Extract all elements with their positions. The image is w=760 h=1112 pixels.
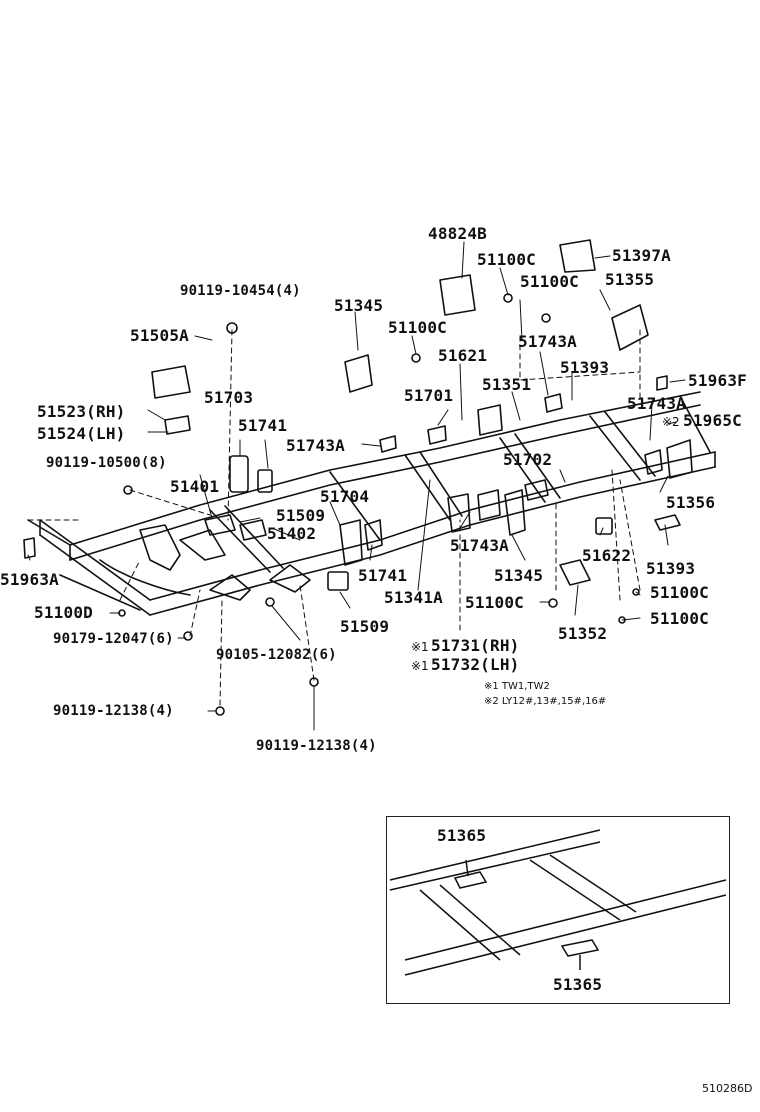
inset-detail-drawing xyxy=(389,829,727,976)
label-51743a: 51743A xyxy=(450,536,509,555)
label-51703: 51703 xyxy=(204,388,254,407)
note-mark-1: ※1 xyxy=(411,640,429,654)
crossmembers xyxy=(209,395,711,573)
label-51393: 51393 xyxy=(560,358,610,377)
label-51741: 51741 xyxy=(238,416,288,435)
label-51341a: 51341A xyxy=(384,588,443,607)
leader-lines xyxy=(27,241,686,731)
label-51397a: 51397A xyxy=(612,246,671,265)
label-51701: 51701 xyxy=(404,386,454,405)
label-51401: 51401 xyxy=(170,477,220,496)
label-90119-12138: 90119-12138(4) xyxy=(256,738,377,754)
label-51100d: 51100D xyxy=(34,603,93,622)
label-51355: 51355 xyxy=(605,270,655,289)
label-51963f: 51963F xyxy=(688,371,747,390)
label-51509: 51509 xyxy=(276,506,326,525)
note-mark-1: ※1 xyxy=(411,659,429,673)
front-suspension xyxy=(59,524,311,611)
label-51704: 51704 xyxy=(320,487,370,506)
inset-frame xyxy=(386,816,730,1004)
label-51100c: 51100C xyxy=(477,250,536,269)
footnote-2: ※2 LY12#,13#,15#,16# xyxy=(484,696,607,707)
label-51524-lh: 51524(LH) xyxy=(37,424,126,443)
label-51621: 51621 xyxy=(438,346,488,365)
label-51365: 51365 xyxy=(553,975,603,994)
label-90119-12138: 90119-12138(4) xyxy=(53,703,174,719)
label-51351: 51351 xyxy=(482,375,532,394)
dashed-leaders xyxy=(27,329,641,706)
label-90119-10454: 90119-10454(4) xyxy=(180,283,301,299)
label-51523-rh: 51523(RH) xyxy=(37,402,126,421)
label-51743a: 51743A xyxy=(518,332,577,351)
label-51100c: 51100C xyxy=(388,318,447,337)
label-51505a: 51505A xyxy=(130,326,189,345)
label-51509: 51509 xyxy=(340,617,390,636)
label-51702: 51702 xyxy=(503,450,553,469)
label-51345: 51345 xyxy=(334,296,384,315)
label-51356: 51356 xyxy=(666,493,716,512)
label-51743a: 51743A xyxy=(627,394,686,413)
note-mark-2: ※2 xyxy=(662,415,680,429)
label-51965c: 51965C xyxy=(683,411,742,430)
label-90119-10500: 90119-10500(8) xyxy=(46,455,167,471)
footnote-1: ※1 TW1,TW2 xyxy=(484,681,550,692)
label-51352: 51352 xyxy=(558,624,608,643)
label-51741: 51741 xyxy=(358,566,408,585)
brackets xyxy=(204,393,693,591)
label-51345: 51345 xyxy=(494,566,544,585)
label-51100c: 51100C xyxy=(465,593,524,612)
label-90179-12047: 90179-12047(6) xyxy=(53,631,174,647)
label-51393: 51393 xyxy=(646,559,696,578)
upper-parts xyxy=(23,239,668,716)
label-90105-12082: 90105-12082(6) xyxy=(216,647,337,663)
label-51731-rh: 51731(RH) xyxy=(431,636,520,655)
label-51963a: 51963A xyxy=(0,570,59,589)
label-51100c: 51100C xyxy=(520,272,579,291)
label-48824b: 48824B xyxy=(428,224,487,243)
front-crossmember xyxy=(27,519,151,616)
label-51743a: 51743A xyxy=(286,436,345,455)
label-51100c: 51100C xyxy=(650,609,709,628)
label-51622: 51622 xyxy=(582,546,632,565)
label-51402: 51402 xyxy=(267,524,317,543)
figure-code: 510286D xyxy=(702,1082,753,1095)
label-51100c: 51100C xyxy=(650,583,709,602)
label-51732-lh: 51732(LH) xyxy=(431,655,520,674)
label-51365: 51365 xyxy=(437,826,487,845)
